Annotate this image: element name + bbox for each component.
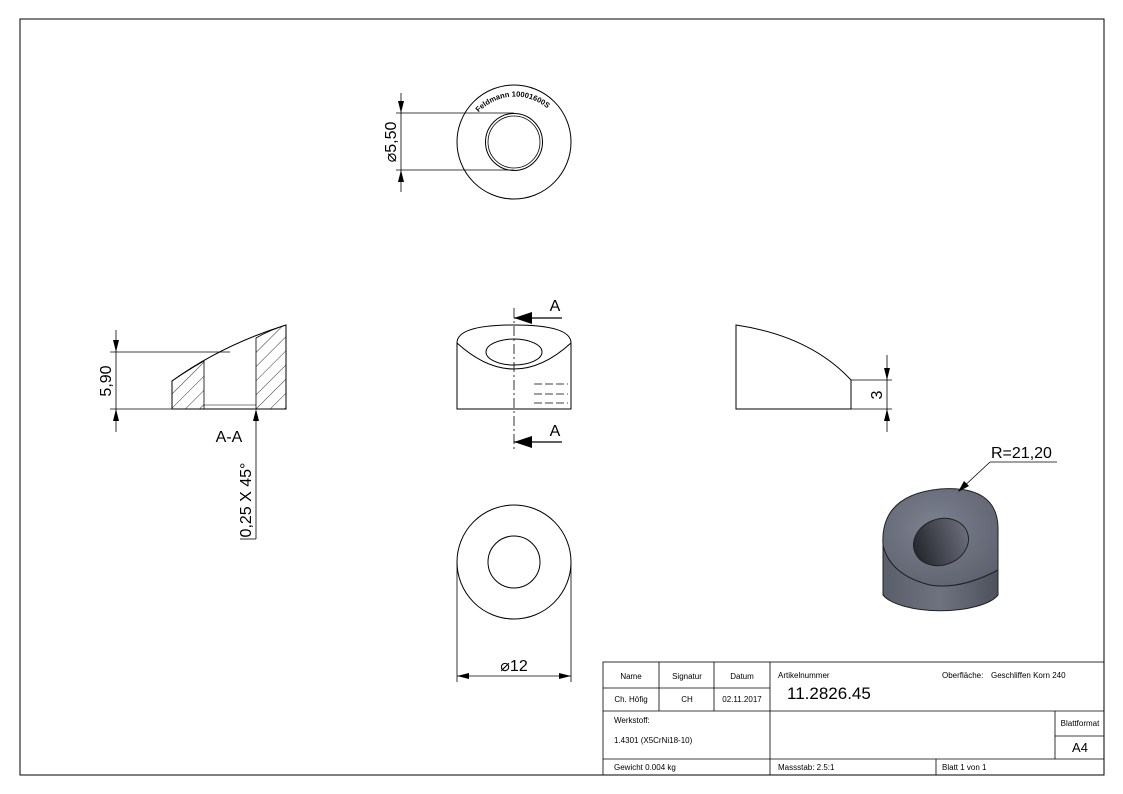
oberflaeche-value: Geschliffen Korn 240 <box>991 671 1066 680</box>
signatur-label: Signatur <box>672 672 702 681</box>
blatt: Blatt 1 von 1 <box>942 763 987 772</box>
hidden-lines <box>534 383 568 404</box>
bore-circle <box>485 113 543 171</box>
sheet-border <box>19 18 1105 776</box>
arrowhead <box>559 673 571 679</box>
top-view: Feldmann 10001600S ⌀5,50 <box>383 84 572 200</box>
arrowhead <box>884 409 890 421</box>
arrowhead <box>398 170 404 182</box>
front-view: A A <box>456 298 572 450</box>
werkstoff-label: Werkstoff: <box>614 716 650 725</box>
dim-height-section: 5,90 <box>98 365 115 396</box>
werkstoff-value: 1.4301 (X5CrNi18-10) <box>614 736 693 745</box>
outer-circle <box>456 504 572 620</box>
datum-label: Datum <box>730 672 754 681</box>
side-view: 3 <box>735 324 892 432</box>
side-outline <box>735 324 852 410</box>
datum-value: 02.11.2017 <box>722 695 762 704</box>
outer-circle <box>456 84 572 200</box>
cut-arrowhead <box>514 312 532 324</box>
blattformat-value: A4 <box>1072 740 1088 755</box>
section-label: A-A <box>216 429 243 446</box>
hatch-left <box>171 360 205 410</box>
arrowhead <box>253 409 259 421</box>
arrowhead <box>113 409 119 421</box>
massstab: Massstab: 2.5:1 <box>778 763 835 772</box>
front-outline <box>456 324 572 410</box>
bore-circle <box>487 535 541 589</box>
title-block-text: Name Signatur Datum Ch. Höfig CH 02.11.2… <box>614 671 1100 772</box>
arrowhead <box>113 340 119 352</box>
dim-height-side: 3 <box>869 390 886 399</box>
gewicht: Gewicht 0.004 kg <box>614 763 676 772</box>
oberflaeche-label: Oberfläche: <box>942 671 983 680</box>
dim-diameter-top: ⌀5,50 <box>383 122 400 163</box>
cut-arrowhead <box>514 436 532 448</box>
hatch-right <box>255 324 287 410</box>
arrowhead <box>398 101 404 113</box>
artikelnummer-label: Artikelnummer <box>778 671 830 680</box>
signatur-value: CH <box>681 695 693 704</box>
cut-label-bottom: A <box>550 423 561 440</box>
artikelnummer-value: 11.2826.45 <box>787 684 871 703</box>
bore-chamfer-circle <box>487 115 541 169</box>
dim-radius: R=21,20 <box>991 445 1052 462</box>
cut-label-top: A <box>550 298 561 315</box>
section-view: 5,90 A-A 0,25 X 45° <box>98 324 287 540</box>
arrowhead <box>884 368 890 380</box>
dim-diameter-bottom: ⌀12 <box>500 658 528 675</box>
blattformat-label: Blattformat <box>1061 719 1100 728</box>
bottom-view: ⌀12 <box>456 504 572 682</box>
name-value: Ch. Höfig <box>614 695 647 704</box>
iso-view: R=21,20 <box>882 445 1057 612</box>
name-label: Name <box>620 672 642 681</box>
title-block <box>602 661 1105 776</box>
arrowhead <box>457 673 469 679</box>
arrowhead <box>958 481 969 492</box>
iso-bore <box>913 517 969 567</box>
dim-chamfer: 0,25 X 45° <box>238 463 255 538</box>
